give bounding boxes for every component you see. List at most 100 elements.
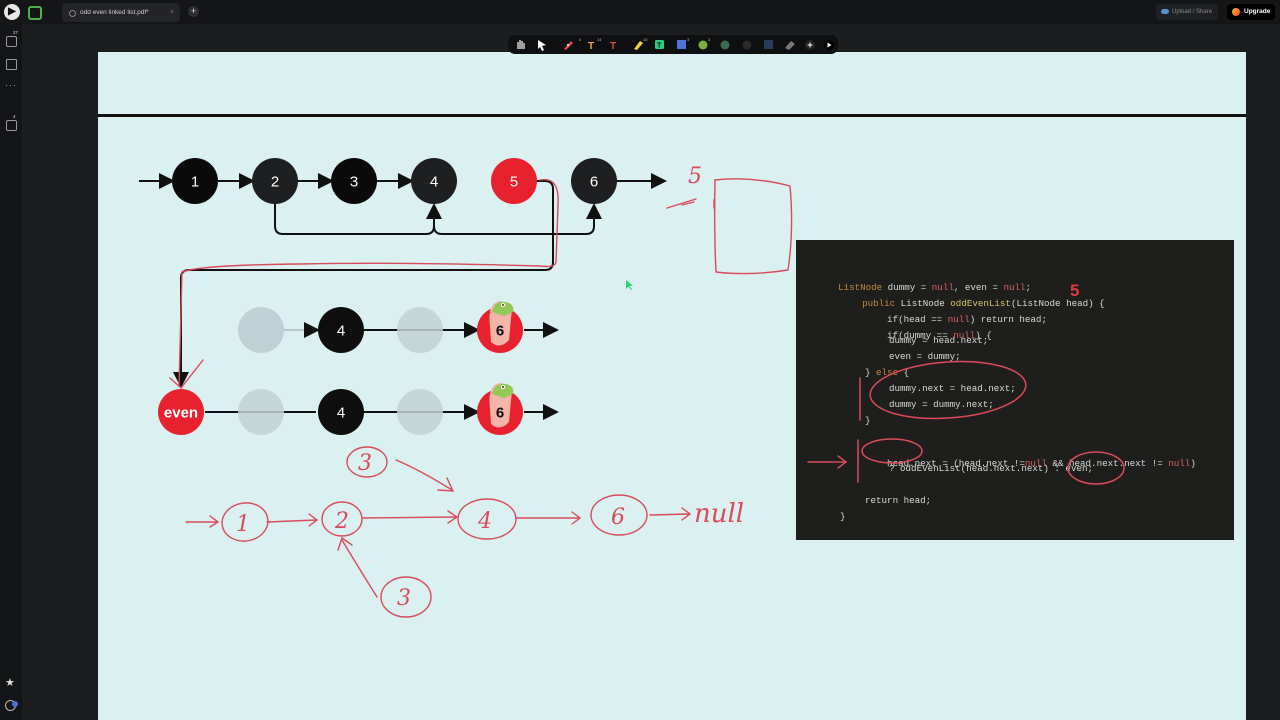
upgrade-button[interactable]: Upgrade [1227,4,1275,20]
middle-row-node-6: 6 [477,301,523,353]
upload-share-label: Upload / Share [1172,9,1213,15]
upload-share-button[interactable]: Upload / Share [1156,4,1218,20]
top-bar: ▶ odd even linked list.pdf* × + Upload /… [0,0,1280,24]
home-icon[interactable] [28,6,42,20]
sketch-node-label: 3 [358,451,372,476]
note-number: 5 [688,164,702,189]
faded-node [238,389,284,435]
bottom-row-node-4: 4 [318,389,364,435]
star-icon[interactable]: ★ [5,677,15,689]
sketch-node-label: 6 [611,505,625,530]
color-icon[interactable] [742,40,752,50]
more-icon[interactable]: ··· [5,80,17,90]
tab-title: odd even linked list.pdf* [80,9,149,16]
node-label: 4 [337,405,345,422]
sketch-node-label: 3 [397,586,411,611]
sketch-node-label: 4 [477,509,492,534]
node-label: 6 [590,174,598,191]
hand-sketch [185,446,692,618]
node-label: 3 [350,174,358,191]
even-head-node: even [158,389,204,435]
code-line-8: dummy.next = head.next; [889,383,1016,394]
code-line-13: return head; [865,495,932,506]
code-line-10: } [865,415,871,426]
sketch-node-label: 1 [236,512,250,537]
text-badge: 14 [597,37,602,42]
close-icon[interactable]: × [169,9,174,16]
node-label: 4 [430,174,438,191]
pointer-icon[interactable] [538,40,546,51]
svg-text:T: T [610,41,616,52]
add-icon[interactable] [805,40,815,50]
cloud-icon [1161,9,1169,14]
book-icon[interactable] [6,59,17,70]
sticker-icon[interactable] [698,40,708,50]
pen-badge: 4 [579,37,582,42]
new-tab-button[interactable]: + [188,6,199,17]
node-label: 2 [271,174,279,191]
text-icon[interactable]: T [610,41,616,52]
cursor-icon [626,280,633,290]
sketch-labels: 1 2 4 6 3 3 null [236,451,744,611]
code-line-3: if(head == null) return head; [887,314,1047,325]
code-line-9: dummy = dummy.next; [889,399,994,410]
code-panel: ListNode dummy = null, even = null; publ… [796,240,1234,540]
color-icon[interactable] [764,40,773,49]
shape-badge: 3 [687,37,690,42]
svg-text:T: T [588,41,594,52]
left-sidebar: 27 ··· 4 ★ [0,24,22,720]
sticker-icon [492,301,514,316]
node-label: 1 [191,174,199,191]
text-icon[interactable]: T [588,41,594,52]
shape-icon[interactable] [677,40,686,49]
toolbar-icons: T T T 4 14 10 3 3 [517,37,834,52]
code-line-6: even = dummy; [889,351,961,362]
page-divider [98,114,1246,117]
even-link-arrow [433,203,602,235]
faded-node [397,389,443,435]
hand-icon[interactable] [517,40,525,49]
pen-icon[interactable] [564,41,573,50]
text-box-icon[interactable]: T [655,40,664,50]
pages-badge: 27 [13,30,19,35]
document-icon [69,10,76,17]
clipboard-icon[interactable] [6,120,17,131]
node-label: 4 [337,323,345,340]
faded-node [397,307,443,353]
code-ink-annotations [807,360,1125,485]
top-row-node-1: 1 [172,158,218,204]
clipboard-badge: 4 [13,114,16,119]
code-line-1: ListNode dummy = null, even = null; [838,282,1032,293]
pages-icon[interactable] [6,36,17,47]
app-logo-icon[interactable]: ▶ [4,4,20,20]
code-annotation-number: 5 [1070,281,1080,300]
document-tab[interactable]: odd even linked list.pdf* × [62,3,180,22]
top-row-node-5: 5 [491,158,537,204]
eraser-icon[interactable] [785,41,795,50]
node-label: 5 [510,174,518,191]
code-line-2: public ListNode oddEvenList(ListNode hea… [862,298,1105,309]
settings-badge [12,701,18,707]
upgrade-label: Upgrade [1244,8,1271,15]
play-icon[interactable] [824,40,834,50]
sticker-icon[interactable] [720,40,730,50]
sketch-node-label: 2 [334,509,349,534]
code-line-7: } else { [865,367,910,378]
svg-text:T: T [657,43,662,50]
middle-row-node-4: 4 [318,307,364,353]
odd-link-arrow [274,203,442,235]
node-label: 6 [496,323,504,340]
highlighter-icon[interactable] [634,41,643,50]
code-line-4: if(dummy == null) { [887,330,992,341]
top-row-node-3: 3 [331,158,377,204]
top-row-node-2: 2 [252,158,298,204]
sticker-icon [492,383,514,398]
node-label: 6 [496,405,504,422]
highlighter-badge: 10 [643,37,648,42]
return-arrow [173,180,554,388]
code-line-11: head.next = (head.next !=null && head.ne… [887,458,1196,469]
code-line-5: dummy = head.next; [889,335,989,346]
node-label: even [164,405,198,422]
code-line-14: } [840,511,846,522]
